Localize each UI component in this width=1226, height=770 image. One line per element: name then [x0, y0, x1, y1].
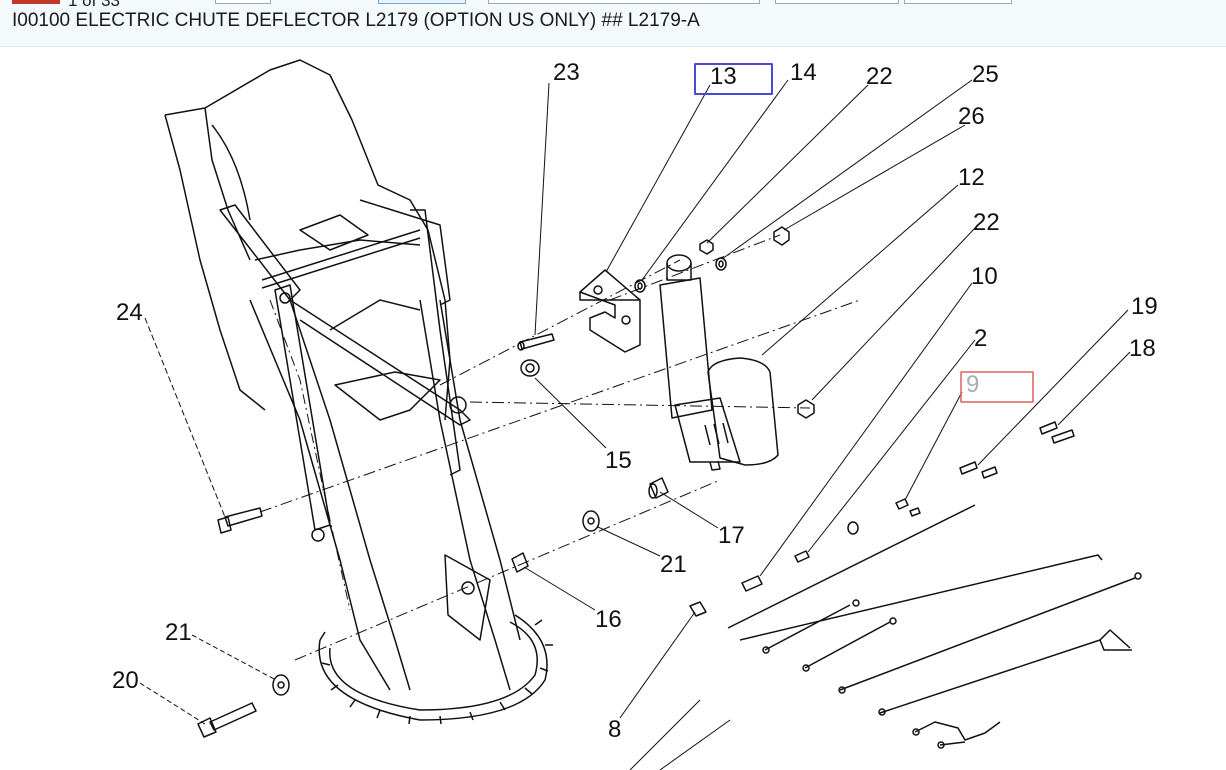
washer-21-lower [272, 674, 290, 696]
spacer-15 [520, 359, 540, 377]
callout-16[interactable]: 16 [595, 606, 622, 633]
callout-26[interactable]: 26 [958, 103, 985, 130]
pin-23 [517, 333, 555, 351]
page-number-input[interactable] [215, 0, 271, 4]
callout-21-right[interactable]: 21 [660, 551, 687, 578]
print-button[interactable] [775, 0, 899, 4]
zoom-select[interactable] [378, 0, 466, 4]
callout-15[interactable]: 15 [605, 447, 632, 474]
callout-21-left[interactable]: 21 [165, 619, 192, 646]
nut-2b [847, 521, 859, 535]
nut-26 [773, 226, 790, 246]
bolt-20 [197, 702, 257, 738]
chute-body [164, 59, 553, 725]
callout-23[interactable]: 23 [553, 59, 580, 86]
callout-9[interactable]: 9 [966, 371, 979, 398]
connector-10 [741, 575, 763, 592]
callout-2[interactable]: 2 [974, 325, 987, 352]
exploded-parts-diagram: 23 13 14 22 25 26 12 22 10 2 9 19 18 24 … [112, 59, 1158, 770]
diagram-title: I00100 ELECTRIC CHUTE DEFLECTOR L2179 (O… [12, 10, 700, 31]
callout-19[interactable]: 19 [1131, 293, 1158, 320]
hovered-part-highlight[interactable] [960, 371, 1034, 403]
callout-10[interactable]: 10 [971, 263, 998, 290]
terminal-19 [959, 461, 998, 479]
terminal-18 [1039, 421, 1075, 444]
callout-22-top[interactable]: 22 [866, 63, 893, 90]
bolt-24 [217, 507, 263, 534]
callout-22-right[interactable]: 22 [973, 209, 1000, 236]
callout-13[interactable]: 13 [710, 63, 737, 90]
callout-labels: 23 13 14 22 25 26 12 22 10 2 9 19 18 24 … [112, 59, 1158, 743]
actuator-12 [659, 254, 779, 471]
selected-part-highlight[interactable] [694, 63, 773, 95]
pager-flag [12, 0, 60, 4]
callout-25[interactable]: 25 [972, 61, 999, 88]
nut-22-right [797, 399, 815, 419]
callout-14[interactable]: 14 [790, 59, 817, 86]
callout-12[interactable]: 12 [958, 164, 985, 191]
nut-22-top [699, 239, 714, 255]
washer-21 [582, 510, 600, 532]
callout-8[interactable]: 8 [608, 716, 621, 743]
search-field[interactable] [488, 0, 760, 4]
spacer-17 [648, 477, 669, 499]
cable-clip-8 [689, 601, 707, 617]
assembly-center-lines [259, 234, 861, 661]
callout-18[interactable]: 18 [1129, 335, 1156, 362]
washer-25 [715, 257, 727, 271]
terminal-2 [794, 550, 810, 563]
spacer-16 [511, 552, 529, 573]
callout-17[interactable]: 17 [718, 522, 745, 549]
viewer-toolbar: 1 of 33 I00100 ELECTRIC CHUTE DEFLECTOR … [0, 0, 1226, 47]
callout-20[interactable]: 20 [112, 667, 139, 694]
terminal-9 [895, 498, 921, 517]
leader-lines [139, 79, 1131, 770]
download-button[interactable] [904, 0, 1012, 4]
page-indicator: 1 of 33 [68, 0, 120, 10]
callout-24[interactable]: 24 [116, 299, 143, 326]
wire-harness [727, 504, 1142, 749]
bracket-13 [579, 269, 641, 353]
